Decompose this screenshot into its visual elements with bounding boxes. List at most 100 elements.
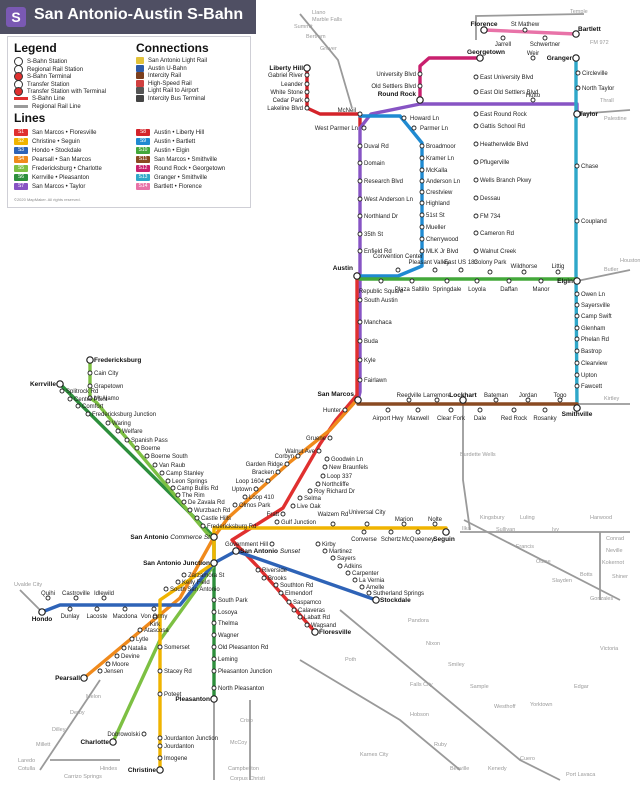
station-fairlawn[interactable] — [357, 377, 363, 383]
station-round-rock[interactable] — [416, 96, 424, 104]
station-boerne-south[interactable] — [144, 453, 150, 459]
station-roy-richard-dr[interactable] — [307, 488, 313, 494]
station-cain-city[interactable] — [87, 370, 93, 376]
station-imogene[interactable] — [157, 755, 163, 761]
station-gruene[interactable] — [327, 435, 333, 441]
station-elgin[interactable] — [573, 277, 581, 285]
station-circleville[interactable] — [575, 70, 581, 76]
station-west-parmer-ln[interactable] — [361, 125, 367, 131]
station-south-austin[interactable] — [357, 297, 363, 303]
station-dobrowolski[interactable] — [141, 731, 147, 737]
station-florence[interactable] — [480, 26, 488, 34]
station-elmendorf[interactable] — [278, 590, 284, 596]
station-jarrell[interactable] — [500, 35, 506, 41]
station-sa-commerce-st[interactable] — [210, 533, 218, 541]
station-phelan-rd[interactable] — [574, 336, 580, 342]
station-losoya[interactable] — [211, 609, 217, 615]
station-kirby[interactable] — [315, 541, 321, 547]
station-macdona[interactable] — [122, 606, 128, 612]
station-north-pleasanton[interactable] — [211, 685, 217, 691]
station-welfare[interactable] — [115, 428, 121, 434]
station-mcneil[interactable] — [357, 111, 363, 117]
station-hondo[interactable] — [38, 608, 46, 616]
station-enfield-rd[interactable] — [357, 248, 363, 254]
station-sayers[interactable] — [330, 555, 336, 561]
station-moore[interactable] — [105, 661, 111, 667]
station-castle-hills[interactable] — [194, 515, 200, 521]
station-lockhart[interactable] — [459, 396, 467, 404]
station-castroville[interactable] — [73, 595, 79, 601]
station-colony-park[interactable] — [487, 269, 493, 275]
station-gattis-school-rd[interactable] — [473, 123, 479, 129]
station-glenham[interactable] — [574, 325, 580, 331]
station-olmos-park[interactable] — [232, 502, 238, 508]
station-waring[interactable] — [105, 420, 111, 426]
station-sa-sunset[interactable] — [232, 547, 240, 555]
station-jensen[interactable] — [97, 668, 103, 674]
station-hunter[interactable] — [342, 407, 348, 413]
station-san-marcos[interactable] — [354, 396, 362, 404]
station-stacey-rd[interactable] — [157, 668, 163, 674]
station-fredericksburg-rd[interactable] — [200, 523, 206, 529]
station-daffan[interactable] — [506, 278, 512, 284]
station-amelle[interactable] — [359, 584, 365, 590]
station-old-settlers-blvd[interactable] — [417, 83, 423, 89]
station-larremore[interactable] — [434, 397, 440, 403]
station-reedville[interactable] — [406, 397, 412, 403]
station-university-blvd[interactable] — [417, 71, 423, 77]
station-east-old-settlers-blvd[interactable] — [473, 89, 479, 95]
station-hutto[interactable] — [530, 97, 536, 103]
station-mueller[interactable] — [419, 224, 425, 230]
station-kelly-field[interactable] — [175, 579, 181, 585]
station-loyola[interactable] — [474, 278, 480, 284]
station-bracken[interactable] — [275, 469, 281, 475]
station-heatherwilde-blvd[interactable] — [473, 141, 479, 147]
station-selma[interactable] — [297, 495, 303, 501]
station-dessau[interactable] — [473, 195, 479, 201]
station-mlk-jr-blvd[interactable] — [419, 248, 425, 254]
station-quihi[interactable] — [45, 595, 51, 601]
station-schertz[interactable] — [388, 529, 394, 535]
station-fm-734[interactable] — [473, 213, 479, 219]
station-idlewild[interactable] — [101, 595, 107, 601]
station-sa-junction[interactable] — [210, 559, 218, 567]
station-mt-alamo[interactable] — [87, 395, 93, 401]
station-sayersville[interactable] — [574, 302, 580, 308]
station-goodwin-ln[interactable] — [324, 456, 330, 462]
station-jourdanton[interactable] — [157, 743, 163, 749]
station-white-stone[interactable] — [304, 89, 310, 95]
station-garden-ridge[interactable] — [284, 461, 290, 467]
station-clearview[interactable] — [574, 360, 580, 366]
station-dunlay[interactable] — [67, 606, 73, 612]
station-old-pleasanton-rd[interactable] — [211, 644, 217, 650]
station-de-zavala-rd[interactable] — [181, 499, 187, 505]
station-camp-swift[interactable] — [574, 313, 580, 319]
station-comfort[interactable] — [75, 403, 81, 409]
station-littig[interactable] — [555, 269, 561, 275]
station-gabriel-river[interactable] — [304, 72, 310, 78]
station-corbyn[interactable] — [295, 453, 301, 459]
station-thelma[interactable] — [211, 620, 217, 626]
station-gulf-junction[interactable] — [274, 519, 280, 525]
station-von-ormy[interactable] — [151, 606, 157, 612]
station-south-park[interactable] — [211, 597, 217, 603]
station-splitrock-rd[interactable] — [59, 388, 65, 394]
station-manor[interactable] — [538, 278, 544, 284]
station-kirk[interactable] — [152, 614, 158, 620]
station-plaza-saltillo[interactable] — [409, 278, 415, 284]
station-domain[interactable] — [357, 160, 363, 166]
station-fratt[interactable] — [280, 511, 286, 517]
station-loop-337[interactable] — [320, 473, 326, 479]
station-west-anderson-ln[interactable] — [357, 196, 363, 202]
station-granger[interactable] — [572, 54, 580, 62]
station-kyle[interactable] — [357, 357, 363, 363]
station-anderson-ln[interactable] — [419, 178, 425, 184]
station-brooks[interactable] — [261, 575, 267, 581]
station-spanish-pass[interactable] — [124, 437, 130, 443]
station-walnut-creek[interactable] — [473, 248, 479, 254]
station-broadmoor[interactable] — [419, 143, 425, 149]
station-jourdanton-junction[interactable] — [157, 735, 163, 741]
station-mcqueeney[interactable] — [415, 529, 421, 535]
station-devine[interactable] — [114, 653, 120, 659]
station-live-oak[interactable] — [290, 503, 296, 509]
